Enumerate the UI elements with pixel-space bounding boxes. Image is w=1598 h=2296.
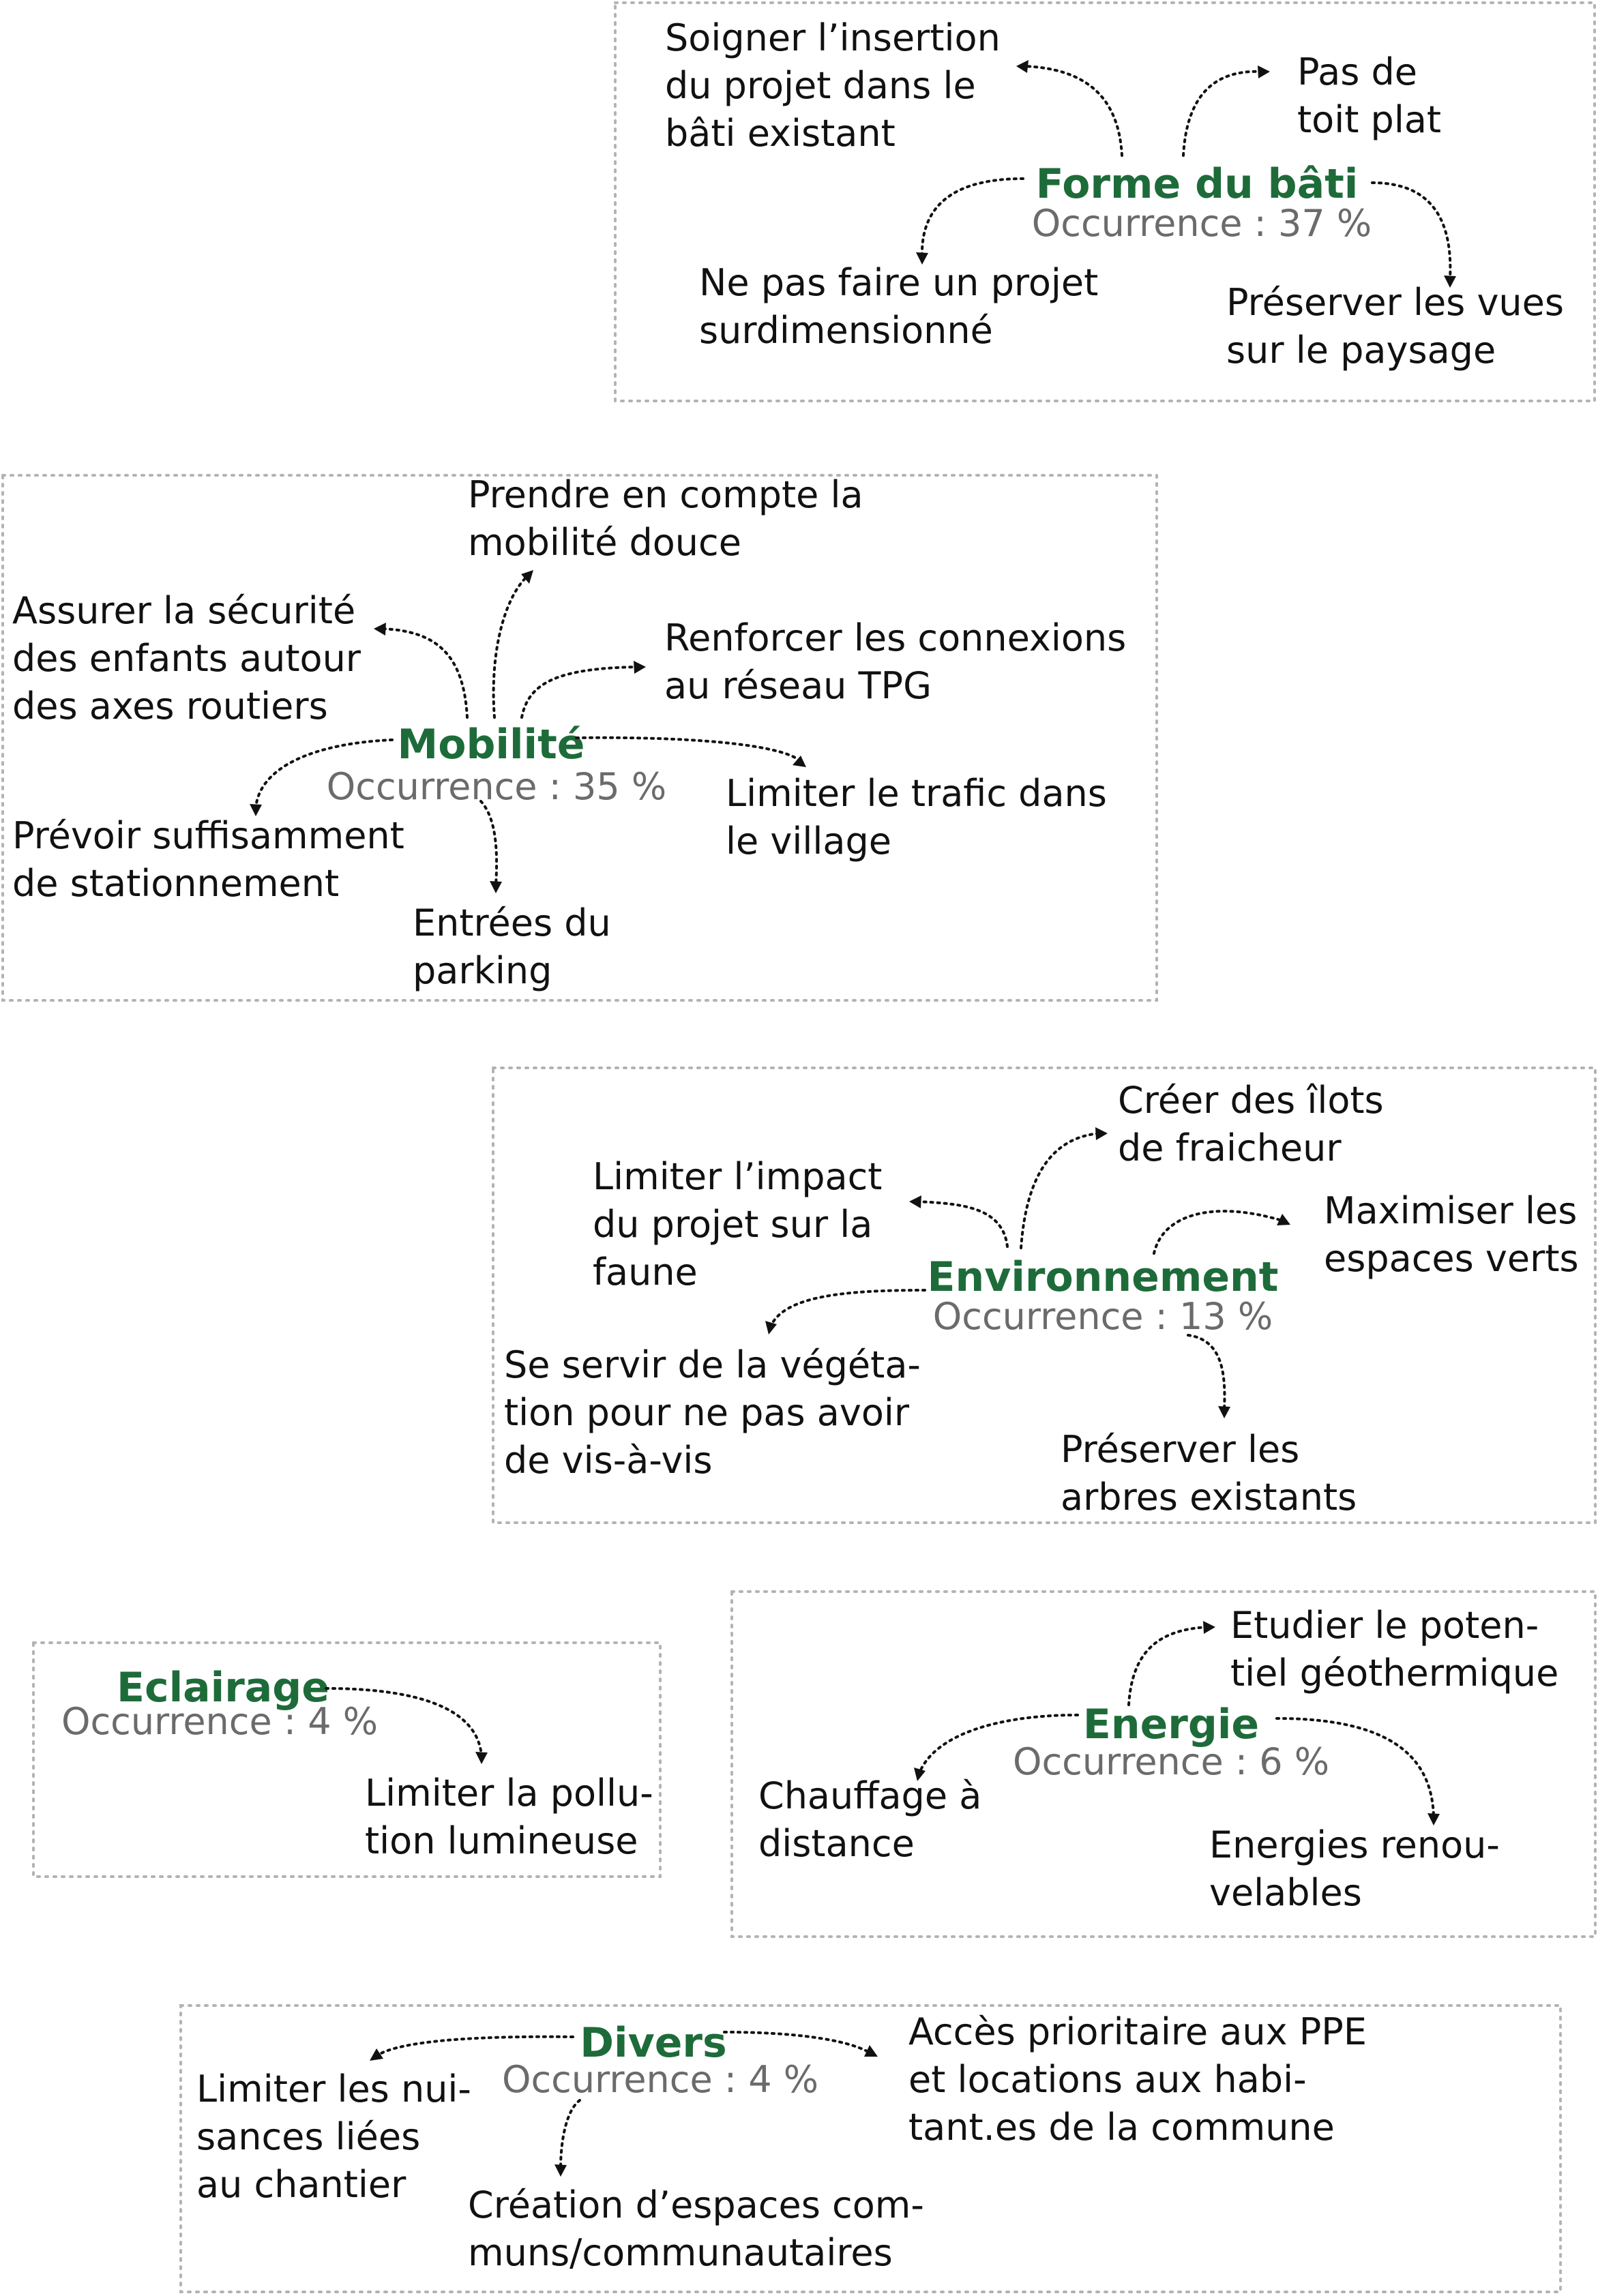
item-insertion: Soigner l’insertion du projet dans le bâ…	[665, 16, 1012, 155]
group-mobilite: Mobilité Occurrence : 35 % Prendre en co…	[1, 473, 1158, 1002]
connector-arrow	[520, 666, 639, 719]
arrow-head	[370, 2048, 383, 2061]
group-eclairage: Eclairage Occurrence : 4 % Limiter la po…	[32, 1641, 665, 1878]
item-impact-faune: Limiter l’impact du projet sur la faune	[593, 1155, 894, 1294]
item-reseau-tpg: Renforcer les connexions au réseau TPG	[664, 616, 1138, 707]
connector-arrow	[479, 800, 499, 886]
connector-arrow	[1182, 70, 1263, 157]
category-occurrence: Occurrence : 37 %	[1032, 202, 1372, 245]
connector-arrow	[723, 2031, 871, 2054]
arrow-head	[1218, 1406, 1230, 1418]
group-frame	[492, 1067, 1597, 1524]
arrow-head	[1444, 275, 1456, 288]
connector-arrow	[1275, 1717, 1435, 1819]
item-vues-paysage: Préserver les vues sur le paysage	[1226, 281, 1575, 372]
connector-arrow	[375, 2035, 574, 2057]
arrow-head	[475, 1752, 488, 1764]
connector-arrow	[254, 739, 394, 809]
arrow-head	[634, 661, 646, 674]
arrow-head	[554, 2164, 567, 2177]
arrow-head	[250, 804, 262, 816]
arrow-head	[490, 881, 502, 893]
item-espaces-verts: Maximiser les espaces verts	[1324, 1189, 1589, 1280]
group-forme-du-bati: Forme du bâti Occurrence : 37 % Soigner …	[614, 1, 1596, 402]
item-acces-prioritaire: Accès prioritaire aux PPE et locations a…	[908, 2010, 1378, 2149]
arrow-head	[374, 623, 386, 636]
item-pollution-lumineuse: Limiter la pollu- tion lumineuse	[365, 1772, 665, 1862]
category-title: Environnement	[928, 1253, 1279, 1301]
item-ilots-fraicheur: Créer des îlots de fraicheur	[1118, 1079, 1395, 1169]
item-espaces-communs: Création d’espaces com- muns/communautai…	[468, 2183, 936, 2274]
category-title: Divers	[580, 2019, 726, 2067]
item-mobilite-douce: Prendre en compte la mobilité douce	[468, 473, 875, 564]
connector-arrow	[1187, 1334, 1226, 1412]
group-energie: Energie Occurrence : 6 % Etudier le pote…	[730, 1590, 1597, 1938]
group-frame	[179, 2004, 1562, 2293]
item-geothermie: Etudier le poten- tiel géothermique	[1230, 1604, 1558, 1695]
connector-arrow	[769, 1289, 926, 1328]
arrow-head	[864, 2045, 878, 2057]
group-frame	[32, 1641, 662, 1878]
connector-arrow	[1127, 1626, 1209, 1706]
connector-arrow	[1020, 1132, 1101, 1249]
connector-arrow	[1371, 181, 1452, 281]
arrow-head	[1095, 1127, 1108, 1140]
item-arbres-existants: Préserver les arbres existants	[1061, 1428, 1357, 1519]
item-stationnement: Prévoir suffisamment de stationnement	[12, 814, 416, 905]
item-entrees-parking: Entrées du parking	[413, 901, 623, 992]
connector-arrow	[492, 576, 528, 719]
item-nuisances-chantier: Limiter les nui- sances liées au chantie…	[196, 2068, 483, 2206]
arrow-head	[914, 1768, 926, 1781]
connector-arrow	[1022, 65, 1123, 157]
arrow-head	[1016, 60, 1029, 73]
arrow-head	[1277, 1214, 1290, 1225]
category-occurrence: Occurrence : 35 %	[327, 765, 666, 808]
item-chauffage-distance: Chauffage à distance	[758, 1774, 993, 1865]
connector-arrow	[918, 1714, 1079, 1774]
category-occurrence: Occurrence : 4 %	[61, 1700, 378, 1743]
connector-arrow	[325, 1687, 483, 1757]
arrow-head	[909, 1195, 921, 1208]
item-trafic-village: Limiter le trafic dans le village	[726, 772, 1119, 863]
category-occurrence: Occurrence : 13 %	[933, 1295, 1273, 1338]
group-frame	[614, 1, 1596, 402]
group-frame	[730, 1590, 1597, 1938]
arrow-head	[916, 252, 928, 265]
item-securite-enfants: Assurer la sécurité des enfants autour d…	[12, 589, 372, 728]
group-environnement: Environnement Occurrence : 13 % Créer de…	[492, 1067, 1597, 1524]
category-occurrence: Occurrence : 4 %	[502, 2058, 818, 2101]
category-title: Forme du bâti	[1036, 160, 1359, 208]
arrow-head	[1258, 65, 1270, 78]
group-frame	[1, 474, 1158, 1002]
category-title: Eclairage	[117, 1664, 329, 1712]
arrow-head	[521, 570, 533, 584]
arrow-head	[765, 1321, 777, 1335]
category-occurrence: Occurrence : 6 %	[1013, 1740, 1329, 1783]
item-vegetation-vis-a-vis: Se servir de la végéta- tion pour ne pas…	[504, 1343, 932, 1482]
connector-arrow	[916, 1200, 1009, 1248]
category-title: Energie	[1083, 1701, 1259, 1748]
connector-arrow	[1153, 1210, 1284, 1255]
connector-arrow	[575, 736, 801, 762]
connector-arrow	[381, 627, 469, 719]
group-divers: Divers Occurrence : 4 % Limiter les nui-…	[179, 2004, 1562, 2293]
item-surdimensionne: Ne pas faire un projet surdimensionné	[699, 261, 1110, 352]
connector-arrow	[559, 2099, 581, 2170]
arrow-head	[793, 756, 806, 767]
arrow-head	[1203, 1621, 1215, 1634]
item-toit-plat: Pas de toit plat	[1297, 50, 1441, 141]
connector-arrow	[920, 177, 1024, 258]
item-energies-renouvelables: Energies renou- velables	[1209, 1823, 1511, 1914]
category-title: Mobilité	[398, 721, 585, 769]
arrow-head	[1427, 1813, 1440, 1825]
